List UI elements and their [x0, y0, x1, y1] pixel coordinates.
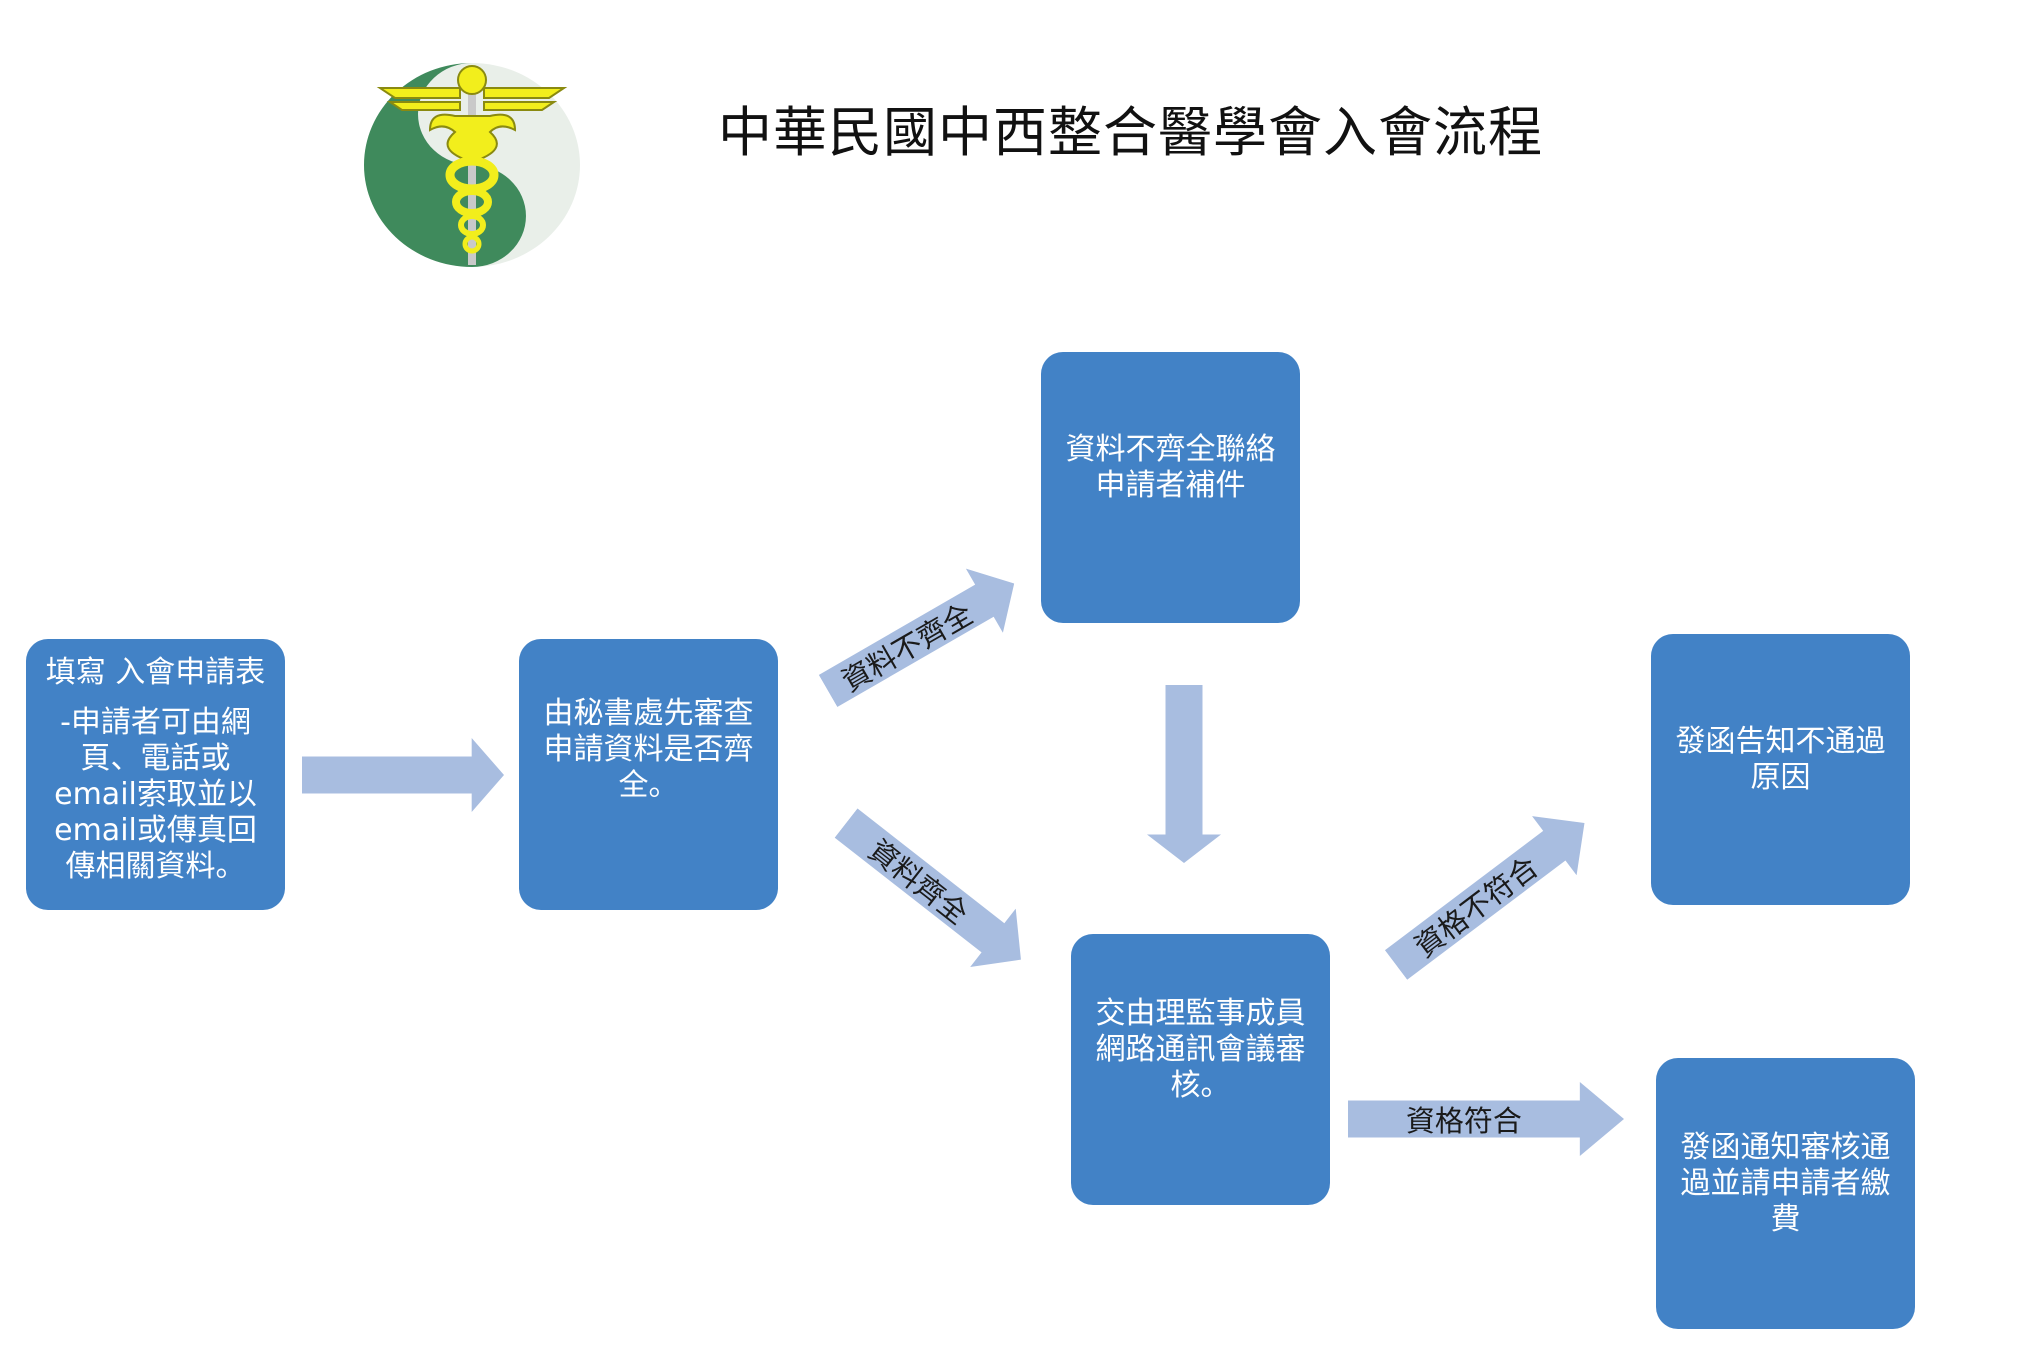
arrow-complete: 資料齊全: [823, 794, 1043, 989]
arrow-right-icon: [302, 738, 504, 812]
arrow-qualified: 資格符合: [1348, 1082, 1624, 1156]
step-text: 發函告知不通過原因: [1675, 723, 1886, 795]
arrow-incomplete: 資料不齊全: [810, 551, 1033, 723]
step-request-missing-docs: 資料不齊全聯絡申請者補件: [1041, 352, 1300, 623]
arrow-down-icon: [1147, 685, 1221, 863]
step-heading: 填寫 入會申請表: [45, 655, 266, 690]
page-title: 中華民國中西整合醫學會入會流程: [718, 101, 1543, 164]
arrow-not-qualified: 資格不符合: [1374, 793, 1607, 994]
step-text: 交由理監事成員網路通訊會議審核。: [1095, 995, 1306, 1103]
step-secretariat-review: 由秘書處先審查申請資料是否齊全。: [519, 639, 778, 910]
step-text: 資料不齊全聯絡申請者補件: [1065, 431, 1276, 503]
arrow-apply-to-review: [302, 738, 504, 812]
step-reject-notice: 發函告知不通過原因: [1651, 634, 1910, 905]
step-board-review: 交由理監事成員網路通訊會議審核。: [1071, 934, 1330, 1205]
step-text: 發函通知審核通過並請申請者繳費: [1680, 1129, 1891, 1237]
step-accept-notice: 發函通知審核通過並請申請者繳費: [1656, 1058, 1915, 1329]
arrow-label: 資格符合: [1405, 1104, 1522, 1138]
arrow-label: 資料齊全: [862, 832, 975, 932]
step-apply-form: 填寫 入會申請表 -申請者可由網頁、電話或email索取並以email或傳真回傳…: [26, 639, 285, 910]
step-detail: -申請者可由網頁、電話或email索取並以email或傳真回傳相關資料。: [54, 705, 257, 884]
arrow-resubmit-to-board: [1147, 685, 1221, 863]
step-text: 由秘書處先審查申請資料是否齊全。: [543, 695, 754, 803]
society-logo: [364, 63, 580, 267]
arrow-label: 資料不齊全: [835, 596, 979, 699]
arrow-label: 資格不符合: [1408, 849, 1545, 965]
